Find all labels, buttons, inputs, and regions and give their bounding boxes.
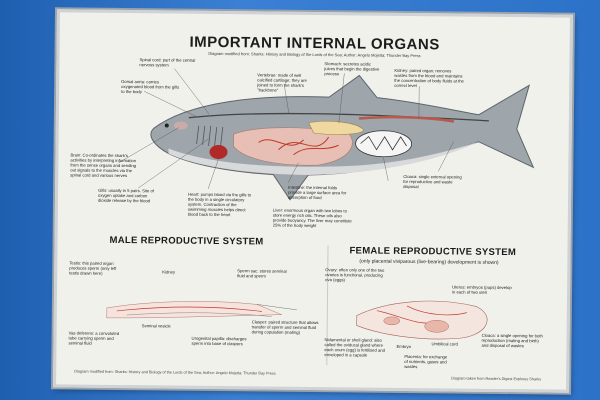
label-intestine: Intestine: the internal folds provide a … [288, 184, 347, 201]
label-urogenital-papilla: Urogenital papilla: discharges sperm int… [191, 335, 247, 347]
label-vas-deferens: Vas deferens: a convoluted tube carrying… [68, 330, 120, 346]
label-umbilical: Umbilical cord [431, 341, 458, 347]
label-brain: Brain: Co-ordinates the shark's activiti… [70, 152, 137, 179]
label-kidney: Kidney: paired organ; removes wastes fro… [394, 67, 464, 89]
shark-diagram [106, 68, 535, 340]
label-testis: Testis: this paired organ produces sperm… [69, 260, 117, 276]
female-section-title: FEMALE REPRODUCTIVE SYSTEM [349, 245, 517, 259]
label-embryo: Embryo [396, 343, 411, 350]
label-female-cloaca: Cloaca: a single opening for both reprod… [481, 332, 543, 349]
stomach-organ [308, 120, 365, 135]
liver-organ [233, 127, 353, 166]
heart-organ [209, 145, 228, 160]
leader-lines [118, 68, 454, 189]
label-dorsal-aorta: Dorsal aorta: carries oxygenated blood f… [121, 78, 180, 95]
label-gills: Gills: usually in 5 pairs. Site of oxyge… [97, 187, 154, 204]
label-cloaca: Cloaca: single external opening for repr… [403, 173, 462, 190]
label-placenta: Placenta: for exchange of nutrients, gas… [404, 353, 448, 370]
kidney-organ [358, 115, 455, 123]
poster: IMPORTANT INTERNAL ORGANS Diagram modifi… [53, 9, 573, 393]
female-reproductive-diagram [356, 300, 488, 340]
shark-eye [164, 123, 169, 128]
male-section-title: MALE REPRODUCTIVE SYSTEM [109, 234, 264, 248]
label-nidamental: Nidamental or shell gland: also called t… [324, 337, 385, 358]
intestine-folds [360, 135, 407, 151]
spinal-cord-line [188, 112, 489, 122]
label-vertebrae: Vertebrae: made of well calcified cartil… [257, 72, 307, 93]
gill-slits [196, 125, 224, 147]
male-reproductive-diagram [106, 301, 297, 319]
label-liver: Liver: enormous organ with two lobes to … [272, 207, 352, 229]
label-heart: Heart: pumps blood via the gills to the … [187, 191, 252, 218]
label-uterus: Uterus: embryos (pups) develop in each o… [452, 284, 512, 295]
label-sperm-sac: Sperm sac: stores seminal fluid and sper… [237, 268, 287, 279]
label-stomach: Stomach: secretes acidic juices that beg… [324, 61, 380, 77]
label-spinal-cord: Spinal cord: part of the central nervous… [139, 57, 196, 68]
label-male-kidney: Kidney [162, 269, 176, 275]
intestine-organ [355, 130, 413, 158]
label-ovary: Ovary: often only one of the two ovaries… [325, 267, 385, 283]
shark-belly [168, 141, 479, 175]
blood-vessels [258, 136, 339, 156]
brain-organ [173, 121, 188, 130]
label-claspers: Clasper: paired structure that allows tr… [251, 319, 319, 335]
label-seminal-vesicle: Seminal vesicle [141, 323, 171, 329]
